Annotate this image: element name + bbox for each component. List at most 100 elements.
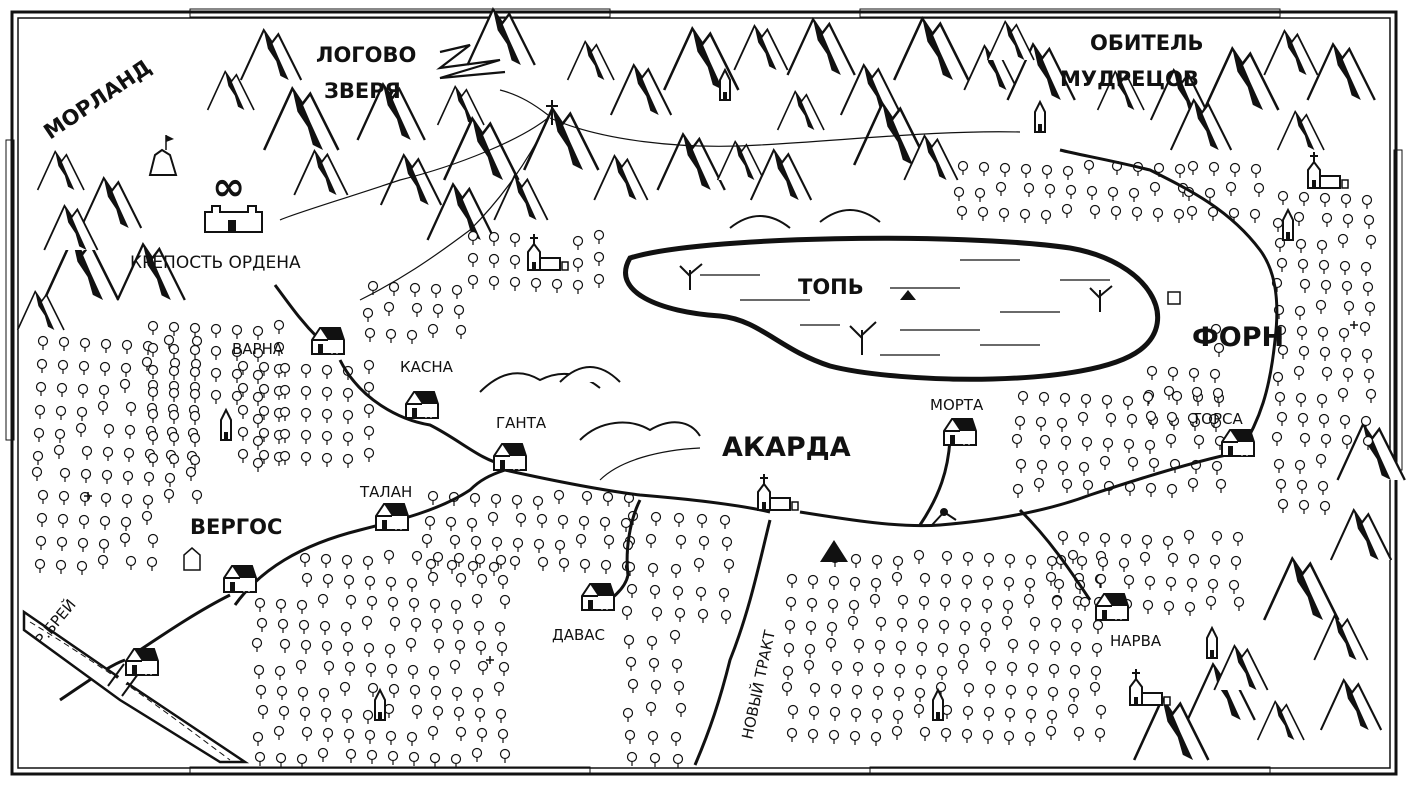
tree-icon	[941, 550, 953, 566]
river-brei	[22, 609, 250, 764]
tree-icon	[1361, 194, 1373, 210]
tree-icon	[963, 682, 975, 698]
tree-icon	[445, 516, 457, 532]
tree-icon	[98, 384, 110, 400]
tree-icon	[698, 535, 710, 551]
tree-icon	[981, 598, 993, 614]
tree-icon	[185, 466, 197, 482]
label-ganta: ГАНТА	[496, 414, 547, 432]
mountain-icon	[656, 133, 726, 192]
tree-icon	[497, 574, 509, 590]
tree-icon	[189, 410, 201, 426]
tree-icon	[852, 661, 864, 677]
tree-icon	[1070, 641, 1082, 657]
tree-icon	[300, 385, 312, 401]
tree-icon	[120, 516, 132, 532]
tree-icon	[1081, 436, 1093, 452]
tree-icon	[558, 557, 570, 573]
tree-icon	[1249, 208, 1261, 224]
tree-icon	[168, 365, 180, 381]
tree-icon	[1057, 460, 1069, 476]
tree-icon	[781, 681, 793, 697]
tree-icon	[76, 560, 88, 576]
tree-icon	[1095, 573, 1107, 589]
tree-icon	[1023, 593, 1035, 609]
tree-icon	[1015, 458, 1027, 474]
mountain-icon	[609, 64, 673, 117]
tree-icon	[296, 599, 308, 615]
tree-icon	[499, 748, 511, 764]
tree-icon	[672, 585, 684, 601]
tree-icon	[446, 559, 458, 575]
tree-icon	[467, 252, 479, 268]
hut-icon	[900, 290, 916, 300]
tree-icon	[1297, 258, 1309, 274]
tree-icon	[189, 344, 201, 360]
ganta-house-icon	[493, 443, 527, 471]
tree-icon	[1073, 726, 1085, 742]
tree-icon	[499, 594, 511, 610]
tree-icon	[455, 726, 467, 742]
shrine-icon	[1167, 291, 1181, 305]
tree-icon	[869, 593, 881, 609]
tree-icon	[323, 660, 335, 676]
tree-icon	[805, 620, 817, 636]
tree-icon	[341, 554, 353, 570]
tree-icon	[1294, 305, 1306, 321]
tree-icon	[1298, 191, 1310, 207]
label-abode-line1: ОБИТЕЛЬ	[1090, 31, 1204, 55]
tree-icon	[1092, 619, 1104, 635]
tree-icon	[957, 160, 969, 176]
tree-icon	[1339, 414, 1351, 430]
tree-icon	[1041, 164, 1053, 180]
tree-icon	[1273, 458, 1285, 474]
mountain-icon	[716, 140, 765, 181]
tree-icon	[274, 665, 286, 681]
tree-icon	[345, 594, 357, 610]
tree-icon	[1321, 212, 1333, 228]
tree-icon	[1118, 557, 1130, 573]
tree-icon	[850, 553, 862, 569]
tree-icon	[669, 629, 681, 645]
tree-icon	[1317, 480, 1329, 496]
tree-icon	[958, 643, 970, 659]
tree-icon	[322, 573, 334, 589]
tree-icon	[1076, 555, 1088, 571]
tree-icon	[252, 325, 264, 341]
tree-icon	[645, 533, 657, 549]
tree-icon	[511, 494, 523, 510]
tree-icon	[279, 638, 291, 654]
tree-icon	[301, 726, 313, 742]
tree-icon	[1059, 392, 1071, 408]
tree-icon	[322, 727, 334, 743]
tree-icon	[533, 538, 545, 554]
tree-icon	[804, 643, 816, 659]
tree-icon	[345, 748, 357, 764]
tree-icon	[1362, 281, 1374, 297]
tree-icon	[593, 273, 605, 289]
mountain-icon	[293, 149, 349, 196]
tree-icon	[919, 572, 931, 588]
tree-icon	[295, 659, 307, 675]
tree-icon	[33, 427, 45, 443]
tree-icon	[786, 573, 798, 589]
tree-icon	[1296, 325, 1308, 341]
tree-icon	[1318, 413, 1330, 429]
tree-icon	[430, 283, 442, 299]
tree-icon	[119, 378, 131, 394]
tree-icon	[168, 343, 180, 359]
tree-icon	[623, 634, 635, 650]
cross-marks	[84, 321, 1358, 664]
tree-icon	[1003, 576, 1015, 592]
tree-icon	[488, 275, 500, 291]
tree-icon	[651, 606, 663, 622]
tree-icon	[1205, 595, 1217, 611]
tree-icon	[593, 251, 605, 267]
tree-icon	[120, 362, 132, 378]
tree-icon	[1107, 186, 1119, 202]
tree-icon	[476, 727, 488, 743]
tree-icon	[252, 413, 264, 429]
tree-icon	[428, 665, 440, 681]
tree-icon	[1049, 640, 1061, 656]
tree-icon	[1050, 617, 1062, 633]
